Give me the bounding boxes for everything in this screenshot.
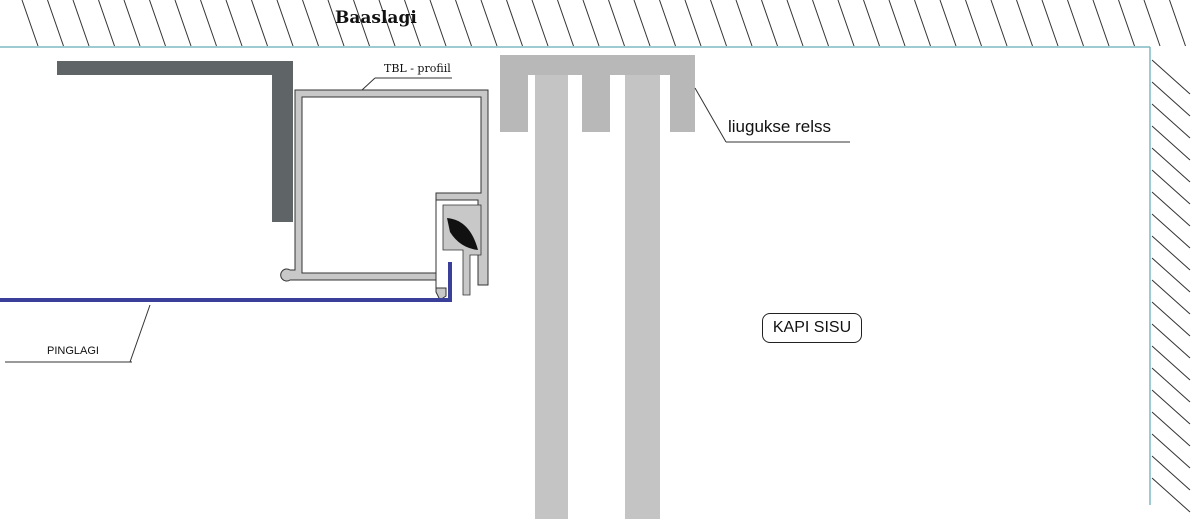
hatch-line (863, 0, 880, 47)
hatch-line (888, 0, 906, 47)
door-panel-1 (535, 75, 568, 519)
hatch-line (225, 0, 243, 47)
hatch-line (1151, 367, 1191, 403)
hatch-line (914, 0, 931, 47)
hatch-line (735, 0, 753, 47)
hatch-line (1151, 103, 1191, 139)
hatch-line (557, 0, 574, 47)
hatch-line (1151, 59, 1191, 95)
ceiling-hatching (21, 0, 1186, 47)
hatch-line (1067, 0, 1084, 47)
hatch-line (1151, 235, 1191, 271)
hatch-line (98, 0, 115, 47)
wall-hatching (1151, 59, 1191, 513)
stretch-ceiling-line (0, 262, 452, 302)
stretch-leader (129, 304, 151, 363)
hatch-line (455, 0, 472, 47)
hatch-line (761, 0, 778, 47)
hatch-line (276, 0, 294, 47)
hatch-line (378, 0, 396, 47)
hatch-line (939, 0, 957, 47)
cabinet-interior-label: KAPI SISU (762, 313, 862, 343)
hatch-line (21, 0, 39, 47)
hatch-line (633, 0, 651, 47)
dark-bracket (57, 61, 293, 222)
stretch-ceiling-label: PINGLAGI (47, 345, 99, 357)
hatch-line (1151, 389, 1191, 425)
hatch-line (1143, 0, 1161, 47)
hatch-line (149, 0, 166, 47)
hatch-line (327, 0, 345, 47)
ceiling-label: Baaslagi (335, 8, 417, 28)
hatch-line (251, 0, 268, 47)
hatch-line (608, 0, 625, 47)
hatch-line (786, 0, 804, 47)
hatch-line (1151, 147, 1191, 183)
hatch-line (1169, 0, 1186, 47)
hatch-line (123, 0, 141, 47)
hatch-line (1151, 81, 1191, 117)
rail-label: liugukse relss (728, 117, 831, 136)
hatch-line (965, 0, 982, 47)
hatch-line (429, 0, 447, 47)
hatch-line (582, 0, 600, 47)
hatch-line (480, 0, 498, 47)
seal-gasket (447, 218, 478, 250)
hatch-line (1151, 213, 1191, 249)
hatch-line (72, 0, 90, 47)
hatch-line (531, 0, 549, 47)
hatch-line (1092, 0, 1110, 47)
hatch-line (990, 0, 1008, 47)
hatch-line (174, 0, 192, 47)
hatch-line (353, 0, 370, 47)
profile-label: TBL - profiil (384, 62, 451, 75)
hatch-line (1151, 301, 1191, 337)
hatch-line (47, 0, 64, 47)
hatch-line (1151, 279, 1191, 315)
sliding-door-rail (500, 55, 695, 132)
door-panel-2 (625, 75, 660, 519)
hatch-line (812, 0, 829, 47)
hatch-line (1151, 411, 1191, 447)
hatch-line (1151, 345, 1191, 381)
hatch-line (404, 0, 421, 47)
hatch-line (1118, 0, 1135, 47)
tbl-profile (280, 89, 489, 301)
hatch-line (506, 0, 523, 47)
rail-leader (694, 87, 727, 143)
hatch-line (1151, 455, 1191, 491)
hatch-line (1151, 433, 1191, 469)
hatch-line (1151, 323, 1191, 359)
hatch-line (200, 0, 217, 47)
hatch-line (302, 0, 319, 47)
hatch-line (684, 0, 702, 47)
hatch-line (1151, 125, 1191, 161)
profile-leader (361, 77, 376, 91)
hatch-line (1151, 477, 1191, 513)
hatch-line (837, 0, 855, 47)
hatch-line (1151, 169, 1191, 205)
hatch-line (1016, 0, 1033, 47)
hatch-line (1151, 191, 1191, 227)
hatch-line (710, 0, 727, 47)
hatch-line (659, 0, 676, 47)
hatch-line (1151, 257, 1191, 293)
hatch-line (1041, 0, 1059, 47)
